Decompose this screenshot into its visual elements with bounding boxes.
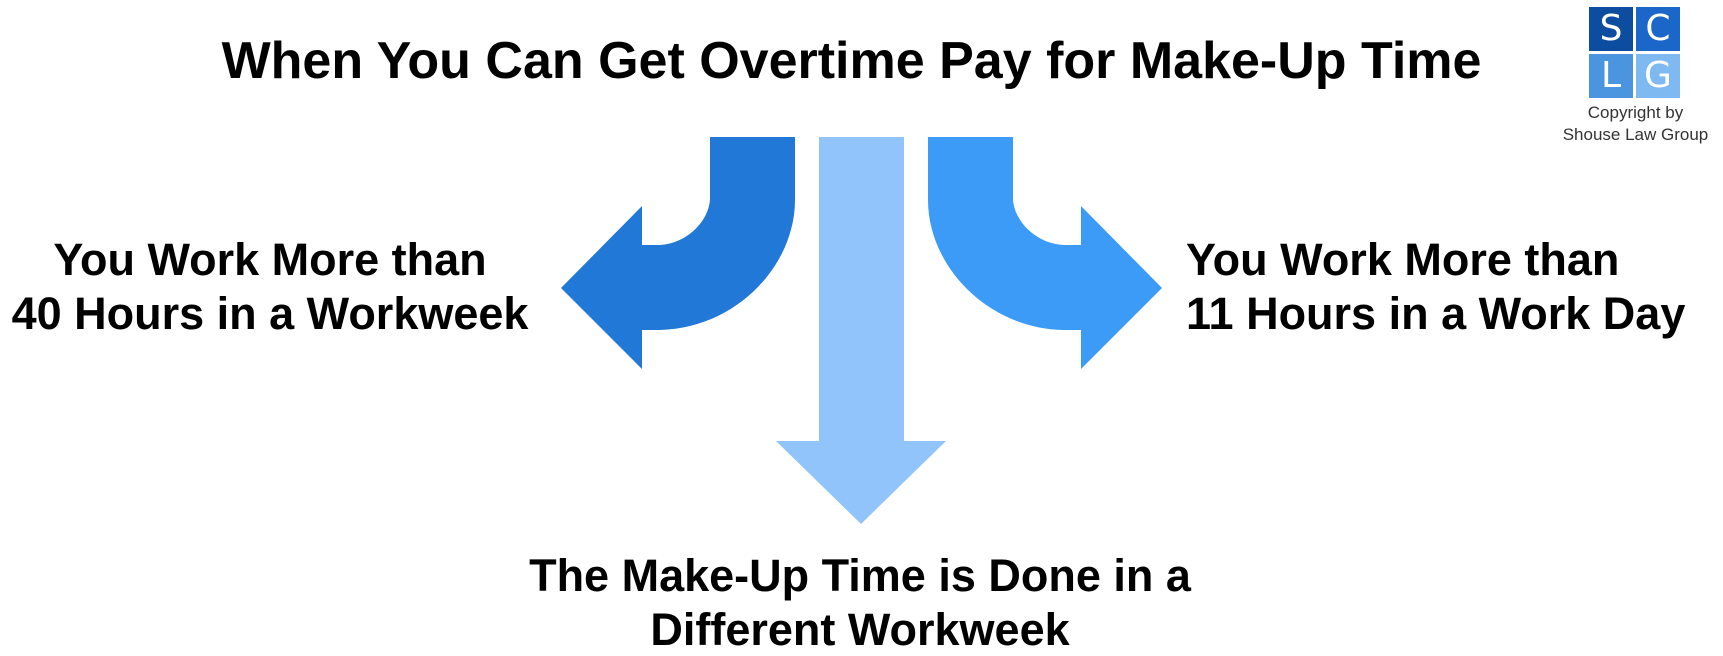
left-branch-line-2: 40 Hours in a Workweek <box>11 288 529 339</box>
bottom-branch-line-2: Different Workweek <box>650 604 1070 655</box>
bottom-branch-label: The Make-Up Time is Done in a Different … <box>500 549 1220 656</box>
logo-letter-l: L <box>1589 54 1633 98</box>
logo-letter-g: G <box>1636 54 1680 98</box>
copyright-line-1: Copyright by <box>1587 103 1684 122</box>
bottom-branch-line-1: The Make-Up Time is Done in a <box>529 550 1191 601</box>
right-branch-line-1: You Work More than <box>1186 234 1620 285</box>
down-arrow <box>776 137 946 524</box>
right-branch-label: You Work More than 11 Hours in a Work Da… <box>1186 233 1706 341</box>
sclg-logo: S C L G <box>1589 7 1680 98</box>
left-branch-label: You Work More than 40 Hours in a Workwee… <box>0 233 540 341</box>
page-title: When You Can Get Overtime Pay for Make-U… <box>221 32 1482 90</box>
copyright-notice: Copyright by Shouse Law Group <box>1548 102 1723 146</box>
logo-letter-s: S <box>1589 7 1633 51</box>
left-curved-arrow <box>561 137 795 369</box>
right-curved-arrow <box>928 137 1162 369</box>
left-branch-line-1: You Work More than <box>53 234 487 285</box>
logo-letter-c: C <box>1636 7 1680 51</box>
copyright-line-2: Shouse Law Group <box>1562 125 1709 144</box>
right-branch-line-2: 11 Hours in a Work Day <box>1186 288 1686 339</box>
